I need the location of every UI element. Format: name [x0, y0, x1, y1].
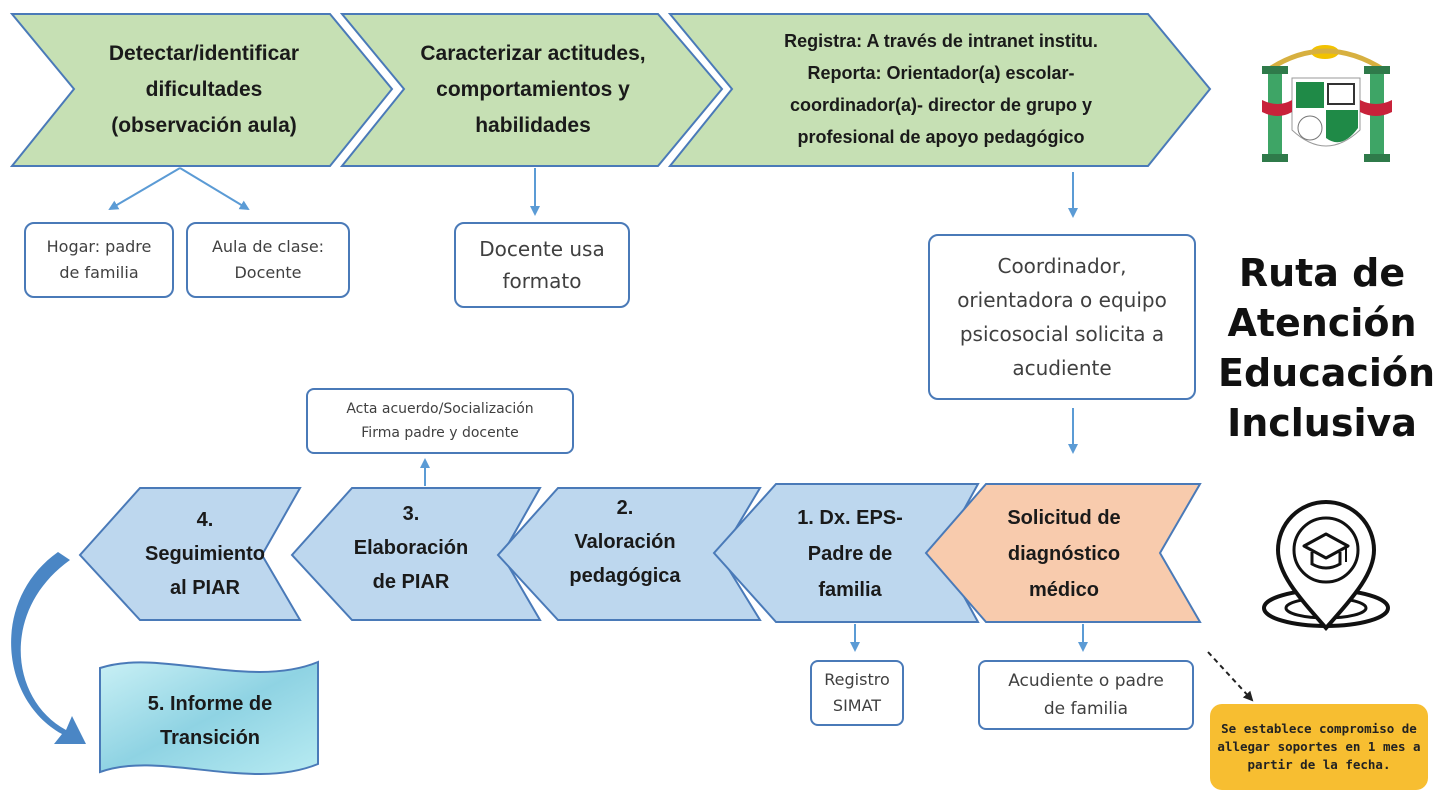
step-line: Solicitud de — [1007, 507, 1121, 529]
step-registra-label: Registra: A través de intranet institu. … — [728, 16, 1154, 162]
school-crest-icon — [1262, 45, 1392, 162]
box-line: Docente — [234, 263, 302, 282]
step-line: profesional de apoyo pedagógico — [797, 127, 1085, 147]
step-line: comportamientos y — [436, 78, 630, 101]
box-line: Hogar: padre — [46, 237, 152, 256]
step-line: Padre de — [807, 543, 893, 565]
box-acta: Acta acuerdo/Socialización Firma padre y… — [306, 388, 574, 454]
step-line: de PIAR — [372, 571, 450, 593]
step-line: 3. — [402, 503, 420, 525]
note-line: Se establece compromiso de — [1221, 721, 1417, 736]
step-line: 2. — [616, 497, 634, 519]
step-line: Seguimiento — [144, 543, 265, 565]
step-caracterizar-label: Caracterizar actitudes, comportamientos … — [404, 30, 662, 150]
step-dx-eps-label: 1. Dx. EPS- Padre de familia — [760, 494, 940, 614]
box-aula: Aula de clase: Docente — [186, 222, 350, 298]
box-line: de familia — [59, 263, 139, 282]
arrow-dashed-note — [1207, 651, 1254, 702]
chevron-dx-eps — [712, 483, 980, 623]
step-line: diagnóstico — [1007, 543, 1121, 565]
informe-label: 5. Informe de Transición — [104, 682, 316, 760]
title-line: Atención — [1227, 301, 1417, 345]
box-line: Firma padre y docente — [361, 425, 519, 441]
graduation-cap-location-pin-icon — [1262, 500, 1390, 632]
box-registro-simat: Registro SIMAT — [810, 660, 904, 726]
step-detectar-label: Detectar/identificar dificultades (obser… — [76, 30, 332, 150]
box-coordinador: Coordinador, orientadora o equipo psicos… — [928, 234, 1196, 400]
box-line: SIMAT — [832, 696, 882, 715]
box-line: de familia — [1043, 699, 1129, 719]
note-line: partir de la fecha. — [1247, 757, 1391, 772]
box-line: orientadora o equipo — [957, 288, 1167, 312]
step-line: Reporta: Orientador(a) escolar- — [807, 63, 1075, 83]
step-solicitud-label: Solicitud de diagnóstico médico — [966, 494, 1162, 614]
arrow-detectar-hogar — [108, 167, 181, 211]
box-line: Acta acuerdo/Socialización — [346, 401, 534, 417]
box-line: acudiente — [1012, 356, 1112, 380]
box-line: Aula de clase: — [211, 237, 325, 256]
chevron-caracterizar — [339, 13, 724, 167]
step-line: dificultades — [145, 78, 263, 101]
step-line: 1. Dx. EPS- — [797, 507, 903, 529]
informe-line: 5. Informe de — [147, 693, 273, 715]
step-line: (observación aula) — [111, 114, 297, 137]
chevron-solicitud — [924, 483, 1202, 623]
box-line: Registro — [824, 670, 890, 689]
commitment-note: Se establece compromiso de allegar sopor… — [1210, 704, 1428, 790]
step-line: Registra: A través de intranet institu. — [784, 31, 1098, 51]
box-line: formato — [502, 269, 582, 293]
step-line: Detectar/identificar — [108, 42, 300, 65]
step-line: habilidades — [475, 114, 591, 137]
step-elaboracion-label: 3. Elaboración de PIAR — [326, 486, 496, 610]
page-title: Ruta de Atención Educación Inclusiva — [1218, 248, 1433, 448]
step-line: 4. — [196, 509, 214, 531]
chevron-seguimiento — [78, 487, 302, 621]
box-docente-formato: Docente usa formato — [454, 222, 630, 308]
step-line: familia — [818, 579, 882, 601]
step-line: al PIAR — [169, 577, 241, 599]
step-valoracion-label: 2. Valoración pedagógica — [540, 480, 710, 604]
step-line: Caracterizar actitudes, — [420, 42, 646, 65]
box-hogar: Hogar: padre de familia — [24, 222, 174, 298]
title-line: Ruta de — [1238, 251, 1406, 295]
box-line: Acudiente o padre — [1008, 671, 1164, 691]
step-line: Elaboración — [353, 537, 469, 559]
box-line: psicosocial solicita a — [959, 322, 1165, 346]
arrow-detectar-aula — [179, 167, 250, 211]
box-line: Coordinador, — [997, 254, 1127, 278]
title-line: Inclusiva — [1227, 401, 1417, 445]
step-line: pedagógica — [569, 565, 681, 587]
note-line: allegar soportes en 1 mes a — [1217, 739, 1421, 754]
box-acudiente: Acudiente o padre de familia — [978, 660, 1194, 730]
chevron-registra — [667, 13, 1212, 167]
step-line: coordinador(a)- director de grupo y — [789, 95, 1093, 115]
box-line: Docente usa — [479, 237, 605, 261]
chevron-detectar — [9, 13, 394, 167]
step-line: Valoración — [574, 531, 676, 553]
step-line: médico — [1028, 579, 1100, 601]
chevron-valoracion — [496, 487, 762, 621]
chevron-elaboracion — [290, 487, 542, 621]
title-line: Educación — [1218, 351, 1433, 395]
informe-line: Transición — [159, 727, 261, 749]
step-seguimiento-label: 4. Seguimiento al PIAR — [120, 492, 290, 616]
informe-wave-shape — [99, 660, 319, 775]
arrow-curve-informe — [11, 552, 86, 744]
